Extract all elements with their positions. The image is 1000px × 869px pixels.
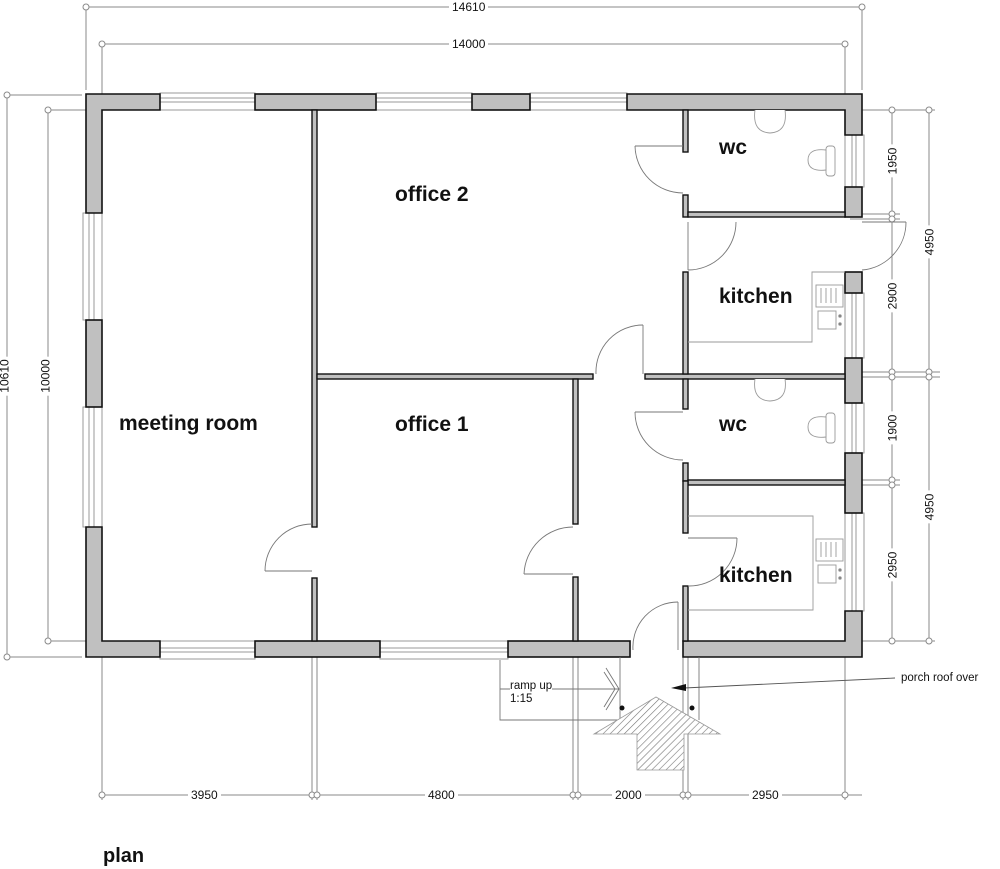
room-label-office-1: office 1 bbox=[395, 413, 469, 436]
entrance-arrow-icon bbox=[592, 696, 722, 771]
drawing-title: plan bbox=[103, 845, 145, 867]
dim-bottom-kitchen: 2950 bbox=[749, 788, 782, 802]
internal-walls bbox=[311, 109, 846, 642]
dimension-ticks bbox=[3, 3, 933, 799]
room-label-meeting-room: meeting room bbox=[119, 412, 258, 435]
dim-right-kitchen-lower: 2950 bbox=[885, 548, 900, 582]
dim-overall-width-inner: 14000 bbox=[449, 37, 489, 51]
dim-right-kitchen-upper: 2900 bbox=[885, 279, 900, 313]
dim-bottom-corridor: 2000 bbox=[612, 788, 645, 802]
dim-right-wc-lower: 1900 bbox=[885, 411, 900, 445]
dimension-lines bbox=[6, 6, 940, 800]
ramp-note-line1: ramp up bbox=[510, 680, 553, 693]
room-label-kitchen-upper: kitchen bbox=[719, 285, 793, 308]
room-label-wc-upper: wc bbox=[719, 136, 748, 159]
dim-right-upper-total: 4950 bbox=[922, 225, 937, 259]
dim-overall-height-inner: 10000 bbox=[38, 356, 53, 396]
dim-right-wc-upper: 1950 bbox=[885, 144, 900, 178]
dim-bottom-meeting: 3950 bbox=[188, 788, 221, 802]
room-label-wc-lower: wc bbox=[719, 413, 748, 436]
external-walls bbox=[85, 93, 863, 658]
dim-overall-height-outer: 10610 bbox=[0, 356, 12, 396]
ramp-note-line2: 1:15 bbox=[510, 693, 533, 705]
fixtures bbox=[688, 109, 845, 611]
room-label-kitchen-lower: kitchen bbox=[719, 564, 793, 587]
doors bbox=[264, 145, 907, 651]
room-label-office-2: office 2 bbox=[395, 183, 469, 206]
leader-arrowhead-icon bbox=[671, 684, 686, 691]
porch-note: porch roof over bbox=[901, 672, 979, 684]
dim-right-lower-total: 4950 bbox=[922, 490, 937, 524]
dim-overall-width-outer: 14610 bbox=[449, 0, 489, 14]
dim-bottom-office: 4800 bbox=[425, 788, 458, 802]
